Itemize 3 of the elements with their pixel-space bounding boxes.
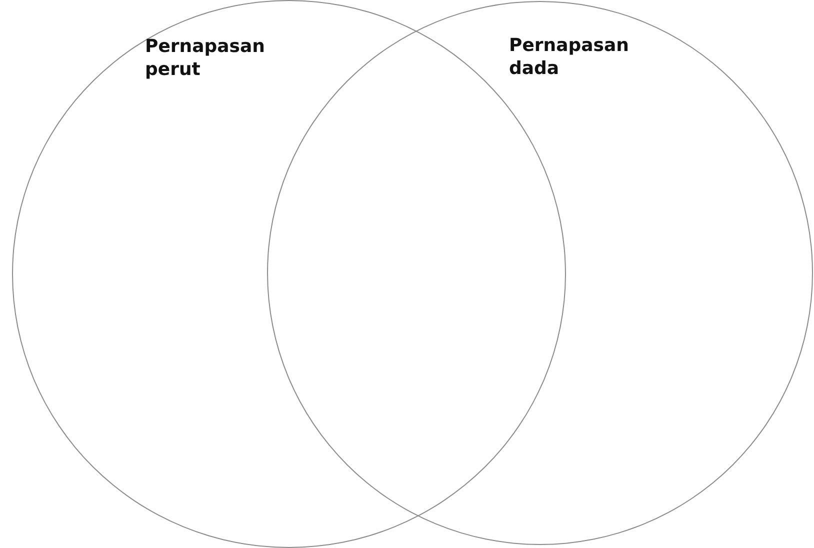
circle-label: Pernapasan perut: [145, 35, 265, 81]
circle-label: Pernapasan dada: [509, 34, 629, 80]
venn-circle: [267, 1, 813, 545]
